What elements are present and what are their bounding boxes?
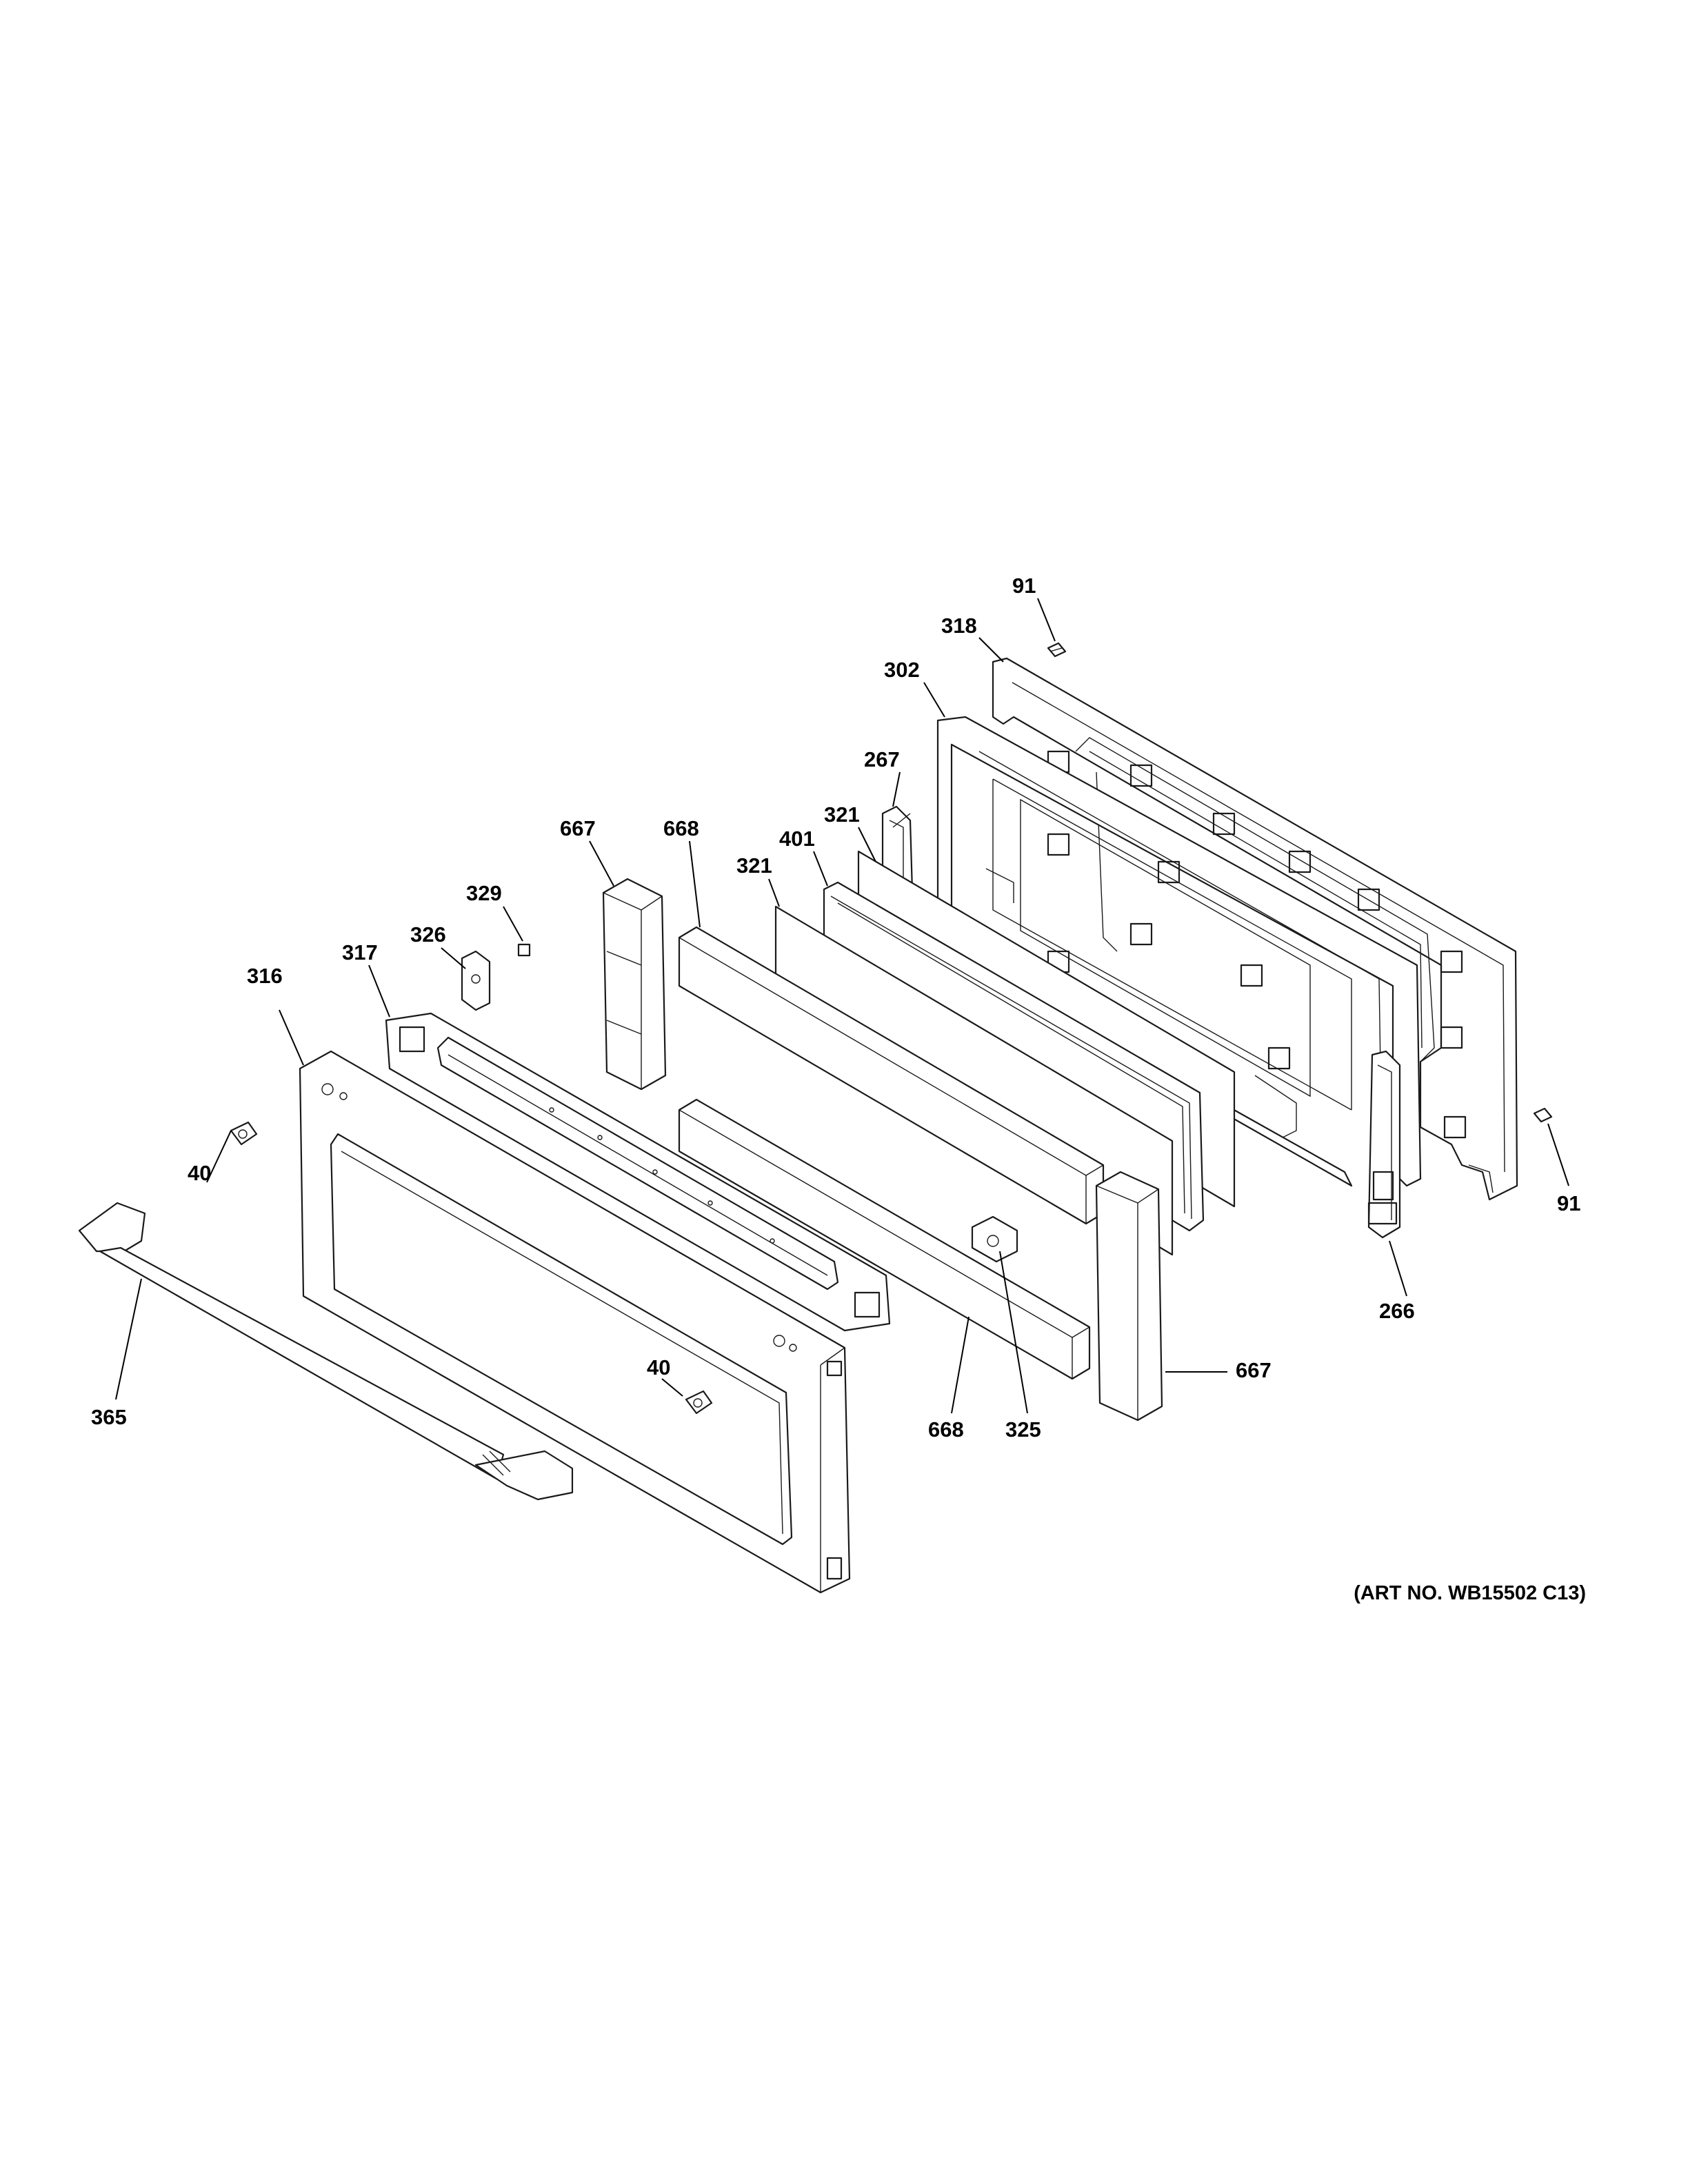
callout-91-top: 91 bbox=[1012, 574, 1036, 598]
callout-318: 318 bbox=[941, 614, 977, 638]
callout-401: 401 bbox=[779, 827, 815, 851]
part-667-insulation-lower bbox=[1095, 1171, 1163, 1422]
callout-labels: 91 318 302 267 321 401 321 667 668 329 3… bbox=[91, 574, 1580, 1442]
part-302-inner-frame bbox=[936, 716, 1422, 1187]
part-40-screw-right bbox=[685, 1390, 713, 1415]
callout-329: 329 bbox=[466, 881, 502, 905]
part-91-screw-right bbox=[1533, 1107, 1553, 1123]
callout-668-lower: 668 bbox=[928, 1417, 964, 1442]
callout-316: 316 bbox=[247, 964, 283, 988]
part-318-rear-frame bbox=[992, 657, 1518, 1201]
part-329-clip bbox=[517, 943, 531, 957]
callout-91-right: 91 bbox=[1557, 1191, 1580, 1215]
part-91-screw-top bbox=[1047, 642, 1067, 658]
part-667-insulation-upper bbox=[602, 878, 667, 1091]
callout-326: 326 bbox=[410, 922, 446, 947]
part-668-strip-lower bbox=[678, 1098, 1091, 1380]
callout-321-upper: 321 bbox=[824, 802, 860, 827]
part-vent-duct bbox=[436, 1036, 839, 1291]
callout-317: 317 bbox=[342, 940, 378, 964]
part-326-bracket bbox=[461, 950, 491, 1011]
callout-325: 325 bbox=[1005, 1417, 1041, 1442]
callout-365: 365 bbox=[91, 1405, 127, 1429]
callout-267: 267 bbox=[864, 747, 900, 771]
callout-321-lower: 321 bbox=[736, 853, 772, 878]
callout-668-upper: 668 bbox=[663, 816, 699, 840]
callout-667-upper: 667 bbox=[560, 816, 596, 840]
part-266-hinge bbox=[1367, 1050, 1401, 1239]
callout-302: 302 bbox=[884, 658, 920, 682]
part-40-screw-left bbox=[230, 1121, 258, 1146]
callout-266: 266 bbox=[1379, 1299, 1415, 1323]
art-number: (ART NO. WB15502 C13) bbox=[1354, 1582, 1586, 1604]
part-365-handle bbox=[78, 1202, 574, 1501]
part-325-bracket bbox=[971, 1215, 1018, 1263]
callout-40-right: 40 bbox=[647, 1355, 670, 1379]
leader-lines bbox=[115, 598, 1569, 1414]
callout-667-lower: 667 bbox=[1236, 1358, 1272, 1382]
part-316-door-panel bbox=[299, 1050, 851, 1594]
callout-40-left: 40 bbox=[188, 1161, 211, 1185]
